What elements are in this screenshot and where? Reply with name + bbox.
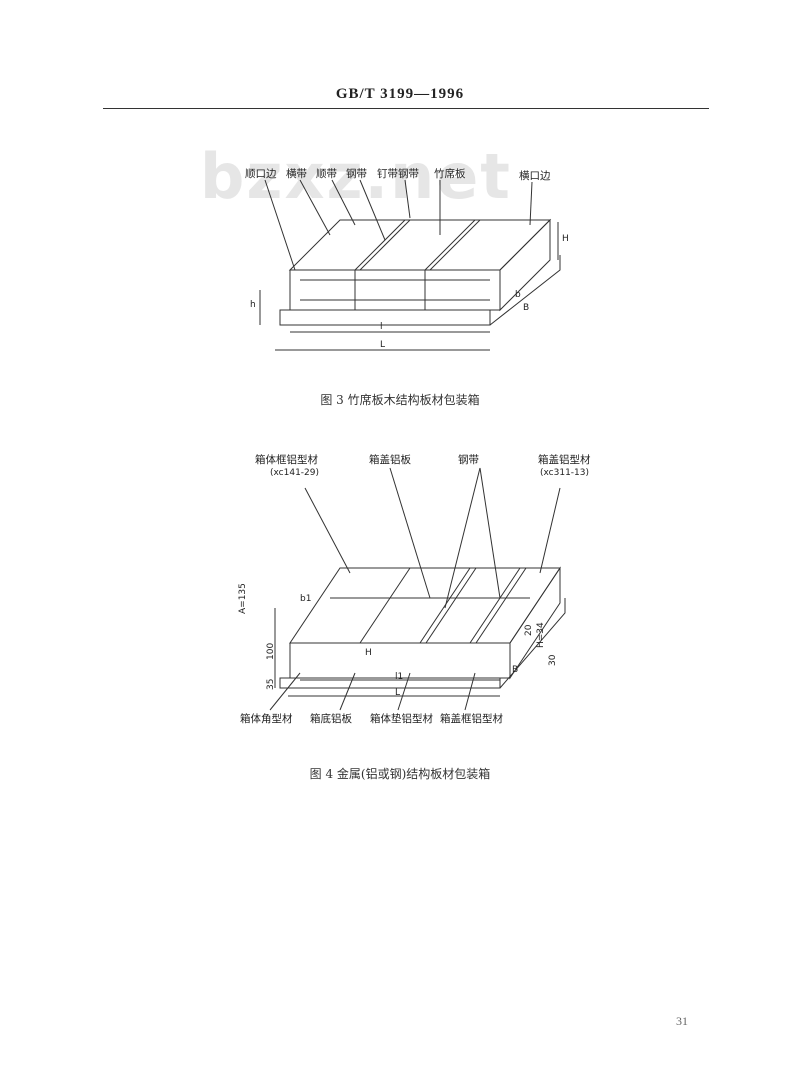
- label-xianggai-lvxingcai-code: (xc311-13): [540, 468, 590, 478]
- label-xiangti-dianlvxingcai: 箱体垫铝型材: [370, 713, 433, 725]
- label-xiangdi-lvban: 箱底铝板: [310, 713, 352, 725]
- label-dingdai-gangdai: 钉带钢带: [377, 168, 419, 180]
- label-shundai: 顺带: [316, 168, 337, 180]
- label-gangdai: 钢带: [346, 168, 367, 180]
- dim-l: l: [380, 322, 383, 332]
- dim-H: H: [365, 648, 372, 658]
- label-xiangti-jiaoxingcai: 箱体角型材: [240, 713, 293, 725]
- dim-b: b: [515, 290, 521, 300]
- standard-code: GB/T 3199—1996: [335, 86, 465, 102]
- dim-L: L: [380, 340, 386, 350]
- label-xianggai-lvban: 箱盖铝板: [369, 454, 411, 466]
- figure-4-drawing: [269, 467, 566, 711]
- label-hengdai: 横带: [286, 168, 307, 180]
- figure-3-drawing: [259, 179, 561, 351]
- dim-B: B: [523, 303, 530, 313]
- dim-l1: l1: [395, 672, 404, 682]
- figure-4-caption: 图 4 金属(铝或钢)结构板材包装箱: [309, 767, 491, 781]
- label-xiangti-kuang-code: (xc141-29): [270, 468, 320, 478]
- label-xianggai-lvxingcai: 箱盖铝型材: [538, 454, 591, 466]
- figure-3: 顺口边 横带 顺带 钢带 钉带钢带 竹席板 横口边 H h b B l L: [240, 160, 580, 375]
- dim-b1: b1: [300, 594, 312, 604]
- dim-A: A=135: [238, 583, 248, 614]
- label-shunkoubian: 顺口边: [245, 168, 277, 180]
- label-hengkoubian: 横口边: [519, 170, 551, 182]
- watermark: bzxz.net: [200, 140, 512, 213]
- label-zhuxiban: 竹席板: [434, 168, 466, 180]
- dim-35: 35: [266, 678, 276, 690]
- dim-H: H: [562, 234, 569, 244]
- figure-4: 箱体框铝型材 (xc141-29) 箱盖铝板 钢带 箱盖铝型材 (xc311-1…: [230, 448, 610, 733]
- page-number: 31: [676, 1014, 688, 1028]
- dim-B: B: [512, 665, 519, 675]
- dim-H34: H=34: [536, 622, 546, 648]
- dim-h: h: [250, 300, 256, 310]
- label-xiangti-kuang: 箱体框铝型材: [255, 454, 318, 466]
- dim-30: 30: [548, 654, 558, 666]
- header-rule: [103, 108, 709, 109]
- dim-20: 20: [524, 624, 534, 636]
- figure-3-caption: 图 3 竹席板木结构板材包装箱: [320, 393, 480, 407]
- label-gangdai: 钢带: [458, 454, 479, 466]
- dim-L: L: [395, 688, 401, 698]
- label-xianggai-kuanglvxingcai: 箱盖框铝型材: [440, 713, 503, 725]
- dim-100: 100: [266, 642, 276, 660]
